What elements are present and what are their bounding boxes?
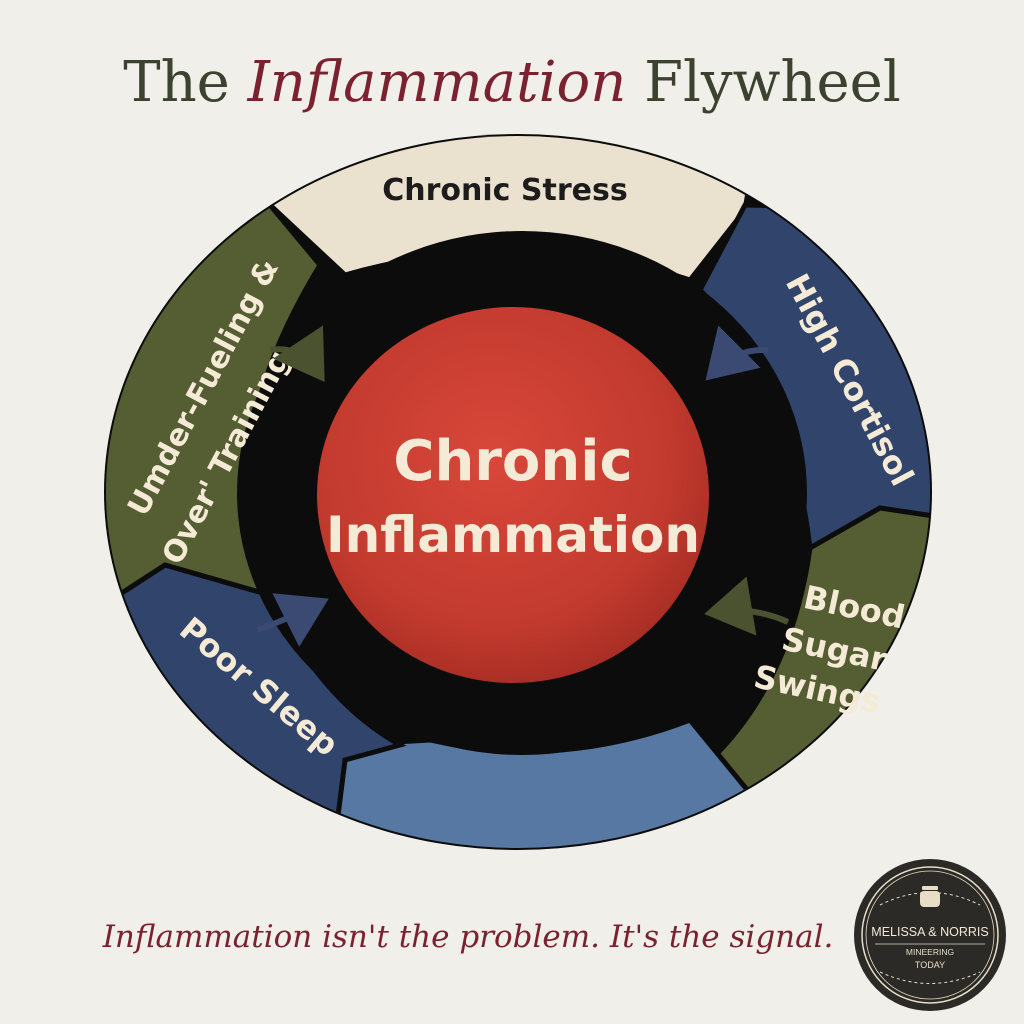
page-title: The Inflammation Flywheel — [123, 50, 900, 115]
logo-decor-bottom — [879, 971, 981, 984]
label-chronic-stress: Chronic Stress — [382, 173, 627, 208]
tagline: Inflammation isn't the problem. It's the… — [102, 919, 834, 955]
logo-line3: TODAY — [915, 960, 945, 970]
center-circle — [317, 307, 709, 683]
arrow-under-fueling — [269, 325, 325, 382]
center-label-line1: Chronic — [393, 429, 632, 494]
brand-logo: MELISSA & NORRIS MINEERING TODAY — [854, 859, 1006, 1011]
logo-line1: MELISSA & NORRIS — [871, 925, 988, 939]
arrow-high-cortisol — [705, 325, 769, 381]
logo-line2: MINEERING — [906, 947, 954, 957]
title-prefix: The — [123, 50, 230, 115]
logo-decor-top — [879, 892, 981, 906]
jar-icon — [920, 886, 940, 907]
title-suffix: Flywheel — [644, 50, 901, 115]
arrow-blood-sugar — [704, 576, 790, 636]
center-label-line2: Inflammation — [326, 506, 700, 564]
title-emphasis: Inflammation — [247, 50, 645, 115]
arrow-poor-sleep — [256, 593, 329, 647]
